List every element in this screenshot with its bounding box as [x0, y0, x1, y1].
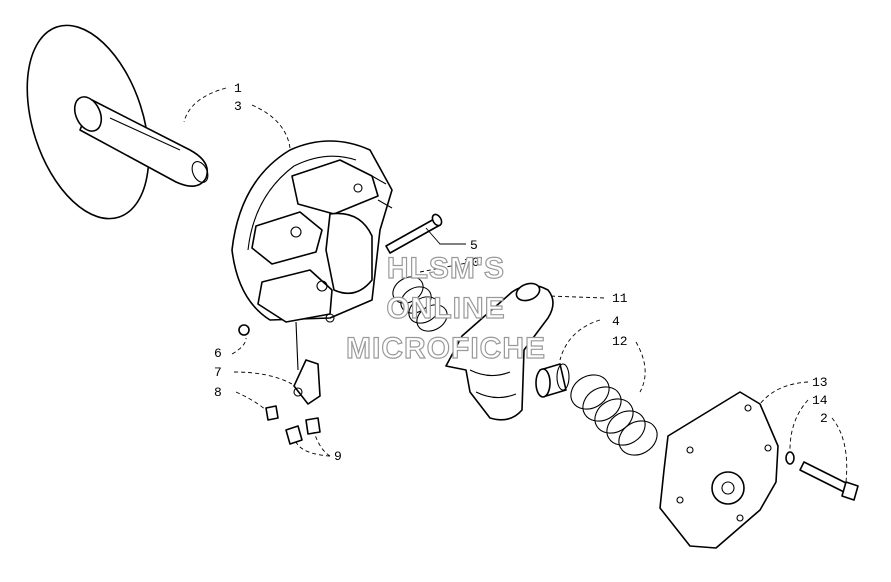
roller-pin-part [265, 405, 279, 421]
pin-part [385, 213, 443, 254]
callout-14: 14 [812, 393, 828, 408]
callout-7: 7 [214, 365, 222, 380]
callout-4: 4 [612, 314, 620, 329]
bushing-part [535, 363, 570, 398]
small-spring-part [392, 276, 448, 332]
small-washers-part [285, 417, 321, 445]
watermark-line-1: HLSM'S [387, 252, 505, 285]
callout-10: 10 [464, 255, 480, 270]
weight-arm-part [293, 359, 321, 405]
washer-part [785, 451, 795, 465]
callout-5: 5 [470, 238, 478, 253]
watermark: HLSM'S ONLINE MICROFICHE [345, 251, 546, 365]
movable-sheave-housing [231, 140, 393, 323]
callout-2: 2 [820, 411, 828, 426]
bolt-part [799, 461, 859, 501]
watermark-line-3: MICROFICHE [346, 332, 546, 365]
cam-spider-part [445, 282, 554, 421]
callout-11: 11 [612, 291, 628, 306]
leader-lines [183, 87, 848, 483]
large-spring-part [570, 374, 658, 456]
nut-part [238, 324, 250, 336]
callout-13: 13 [812, 375, 828, 390]
callout-6: 6 [214, 346, 222, 361]
callout-3: 3 [234, 99, 242, 114]
callout-labels: 1 3 5 10 11 4 12 6 7 8 9 13 14 2 [214, 81, 828, 464]
cover-plate-part [659, 391, 779, 549]
callout-8: 8 [214, 385, 222, 400]
callout-9: 9 [334, 449, 342, 464]
callout-1: 1 [234, 81, 242, 96]
fixed-sheave-part [26, 24, 209, 220]
callout-12: 12 [612, 334, 628, 349]
watermark-line-2: ONLINE [386, 292, 505, 325]
